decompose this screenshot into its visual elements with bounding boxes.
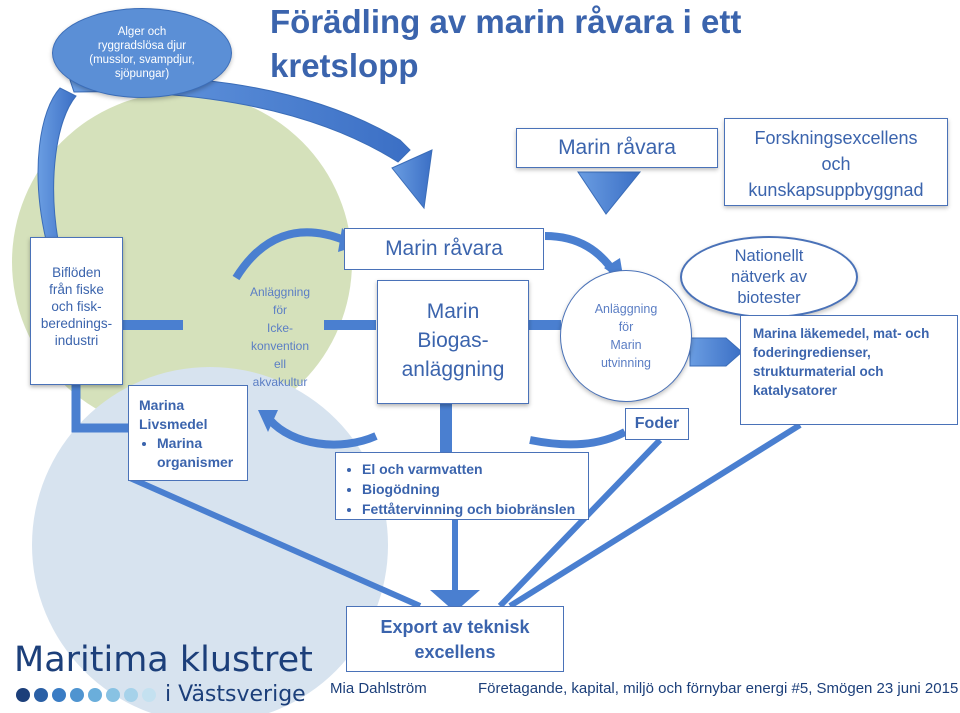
arrow-down-marinravara (577, 171, 642, 215)
footer-author: Mia Dahlström (330, 680, 427, 697)
arrow-head-top (391, 149, 433, 210)
bifloden-line-2: från fiske (49, 282, 104, 297)
bubble-alger-line-4: sjöpungar) (114, 68, 170, 80)
elvarme-bullet-2: Biogödning (362, 479, 588, 499)
natverk-line-1: Nationellt (734, 246, 804, 265)
box-marin-ravara-mid: Marin råvara (344, 228, 544, 270)
box-foder: Foder (625, 408, 689, 440)
box-export-teknisk-excellens: Export av teknisk excellens (346, 606, 564, 672)
lakemedel-line-2: foderingredienser, (753, 345, 871, 360)
arrow-down-biogas (440, 404, 452, 452)
livsmedel-list: Marina organismer (139, 434, 247, 472)
export-line-1: Export av teknisk (380, 617, 530, 637)
bubble-alger-line-3: (musslor, svampdjur, (89, 54, 195, 66)
anlaggning-left-line-3: Icke- (266, 321, 293, 335)
arrow-bifloden-livsmedel (71, 385, 128, 433)
elvarme-list: El och varmvatten Biogödning Fettåtervin… (344, 459, 588, 519)
biogas-line-1: Marin (426, 300, 480, 323)
footer-event: Företagande, kapital, miljö och förnybar… (478, 680, 959, 697)
anlaggning-left-line-5: ell (273, 357, 286, 371)
anlaggning-left-line-4: konvention (250, 339, 310, 353)
arrow-arc-bottom-right (529, 428, 627, 449)
logo-subtitle: i Västsverige (165, 682, 306, 707)
box-marin-ravara-top: Marin råvara (516, 128, 718, 168)
bubble-alger-line-2: ryggradslösa djur (97, 40, 187, 52)
bifloden-line-1: Biflöden (52, 265, 101, 280)
arrow-arc-left (232, 228, 346, 281)
arrow-to-natverk (689, 337, 743, 367)
utvinning-line-1: Anläggning (594, 302, 658, 316)
arrow-head-export (430, 590, 480, 612)
lakemedel-line-1: Marina läkemedel, mat- och (753, 326, 930, 341)
bifloden-line-4: berednings- (40, 316, 113, 331)
bifloden-line-5: industri (54, 333, 99, 348)
livsmedel-line-2: Livsmedel (139, 416, 208, 432)
circle-marin-utvinning: Anläggning för Marin utvinning (560, 270, 692, 402)
arrow-arc-right (544, 232, 618, 275)
biogas-line-3: anläggning (401, 358, 505, 381)
export-line-2: excellens (414, 642, 496, 662)
natverk-line-3: biotester (737, 288, 801, 307)
utvinning-line-4: utvinning (600, 356, 652, 370)
forskning-line-3: kunskapsuppbyggnad (748, 180, 924, 200)
livsmedel-line-1: Marina (139, 397, 185, 413)
logo-name: Maritima klustret (14, 640, 313, 680)
logo-dots-icon (16, 688, 156, 702)
box-forskningsexcellens: Forskningsexcellens och kunskapsuppbyggn… (724, 118, 948, 206)
bubble-alger: Alger och ryggradslösa djur (musslor, sv… (52, 8, 232, 98)
anlaggning-left-line-6: akvakultur (252, 375, 308, 389)
bubble-alger-line-1: Alger och (117, 26, 167, 38)
utvinning-line-2: för (618, 320, 634, 334)
anlaggning-left-line-1: Anläggning (249, 285, 311, 299)
natverk-line-2: nätverk av (730, 267, 808, 286)
elvarme-bullet-1: El och varmvatten (362, 459, 588, 479)
box-bifloden: Biflöden från fiske och fisk- berednings… (30, 237, 123, 385)
title-line-1: Förädling av marin råvara i ett (270, 3, 742, 40)
anlaggning-left-line-2: för (272, 303, 287, 317)
biogas-line-2: Biogas- (417, 329, 489, 352)
box-anlaggning-akvakultur: Anläggning för Icke- konvention ell akva… (236, 275, 324, 395)
elvarme-bullet-3: Fettåtervinning och biobränslen (362, 499, 588, 519)
arrow-arc-bottom-left (266, 417, 378, 449)
livsmedel-bullet-1: Marina organismer (157, 434, 247, 472)
lakemedel-line-4: katalysatorer (753, 383, 838, 398)
utvinning-line-3: Marin (610, 338, 642, 352)
bifloden-line-3: och fisk- (51, 299, 102, 314)
forskning-line-1: Forskningsexcellens (754, 128, 918, 148)
box-marina-lakemedel: Marina läkemedel, mat- och foderingredie… (740, 315, 958, 425)
lakemedel-line-3: strukturmaterial och (753, 364, 884, 379)
ellipse-nationellt-natverk: Nationellt nätverk av biotester (680, 236, 858, 318)
page-title: Förädling av marin råvara i ett kretslop… (270, 0, 830, 88)
box-el-och-varmvatten: El och varmvatten Biogödning Fettåtervin… (335, 452, 589, 520)
title-line-2: kretslopp (270, 47, 419, 84)
background-circle-lightblue (32, 367, 388, 713)
forskning-line-2: och (821, 154, 851, 174)
box-marina-livsmedel: Marina Livsmedel Marina organismer (128, 385, 248, 481)
box-marin-biogasanlaggning: Marin Biogas- anläggning (377, 280, 529, 404)
